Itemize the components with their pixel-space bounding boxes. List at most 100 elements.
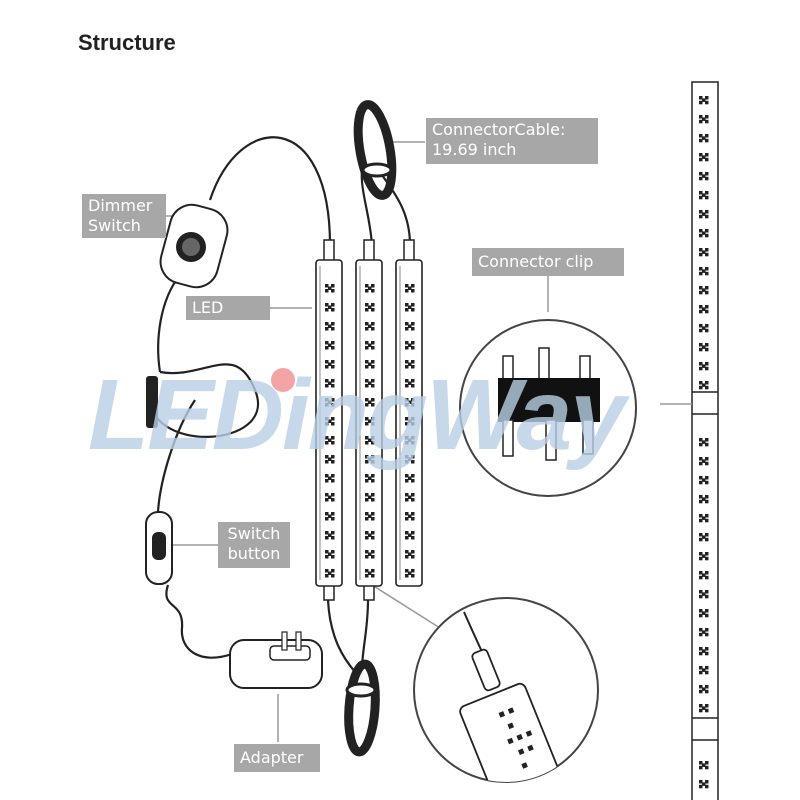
led-dot (411, 460, 415, 464)
long-strip-led-dot (705, 191, 709, 195)
led-dot (371, 360, 375, 364)
long-strip-led-dot (699, 613, 703, 618)
led-dot (325, 379, 329, 383)
led-dot (408, 305, 412, 309)
led-dot (371, 341, 375, 345)
led-dot (371, 327, 375, 331)
switch-label-line1: Switch (227, 524, 281, 543)
led-dot (325, 341, 329, 345)
led-dot (411, 379, 415, 383)
long-strip-led-dot (699, 252, 703, 257)
led-dot (331, 322, 335, 326)
long-strip-led-dot (702, 326, 706, 330)
long-strip-led-dot (702, 98, 706, 102)
led-dot (368, 400, 372, 404)
long-strip-led-dot (705, 628, 709, 632)
led-dot (408, 381, 412, 385)
led-dot (331, 417, 335, 421)
adapter-label-text: Adapter (240, 748, 304, 767)
led-dot (325, 308, 329, 312)
long-strip-led-dot (699, 248, 703, 252)
long-strip-led-dot (699, 765, 703, 770)
led-dot (411, 308, 415, 312)
led-dot (405, 360, 409, 364)
long-strip-led-dot (705, 666, 709, 670)
long-strip-led-dot (699, 385, 703, 390)
led-dot (411, 555, 415, 559)
connector-clip-label: Connector clip (472, 248, 624, 276)
long-strip-led-dot (705, 476, 709, 480)
led-dot (325, 360, 329, 364)
long-strip-led-dot (705, 442, 709, 447)
led-dot (365, 460, 369, 464)
led-dot (405, 308, 409, 312)
long-strip-led-dot (699, 210, 703, 214)
switch-button-icon (145, 511, 173, 585)
led-dot (365, 569, 369, 573)
led-dot (411, 441, 415, 445)
long-strip-led-dot (699, 138, 703, 143)
long-strip-led-dot (705, 229, 709, 233)
led-dot (411, 327, 415, 331)
led-dot (331, 360, 335, 364)
led-dot (365, 360, 369, 364)
long-strip-led-dot (705, 115, 709, 119)
led-dot (411, 346, 415, 350)
led-dot (411, 517, 415, 521)
led-dot (365, 365, 369, 369)
led-dot (411, 536, 415, 540)
led-dot (408, 457, 412, 461)
led-dot (411, 574, 415, 578)
led-dot (405, 341, 409, 345)
long-strip-led-dot (705, 324, 709, 328)
long-strip-led-dot (699, 191, 703, 195)
long-led-strip (660, 81, 719, 800)
led-dot (365, 327, 369, 331)
led-dot (365, 555, 369, 559)
led-dot (328, 362, 332, 366)
led-dot (371, 455, 375, 459)
led-dot (325, 536, 329, 540)
led-dot (331, 460, 335, 464)
connector-clip-magnifier (459, 319, 637, 497)
led-dot (371, 384, 375, 388)
long-strip-led-dot (699, 708, 703, 713)
led-dot (365, 536, 369, 540)
long-strip-led-dot (705, 362, 709, 366)
long-strip-led-dot (699, 457, 703, 461)
long-strip-led-dot (705, 210, 709, 214)
led-dot (371, 379, 375, 383)
long-strip-led-dot (705, 784, 709, 789)
led-dot (371, 441, 375, 445)
long-strip-led-dot (699, 533, 703, 537)
long-strip-led-dot (699, 647, 703, 651)
long-strip-led-dot (699, 347, 703, 352)
strip-end-magnifier (413, 597, 599, 783)
long-strip-led-dot (705, 590, 709, 594)
power-cable (148, 136, 332, 659)
led-dot (371, 422, 375, 426)
led-dot (405, 346, 409, 350)
led-dot (325, 479, 329, 483)
led-dot (371, 322, 375, 326)
dimmer-switch-icon (159, 203, 229, 289)
led-dot (365, 289, 369, 293)
led-dot (368, 305, 372, 309)
led-dot (408, 324, 412, 328)
led-dot (368, 324, 372, 328)
cable-coil-top-icon (353, 100, 397, 200)
long-strip-led-dot (699, 590, 703, 594)
led-dot (331, 379, 335, 383)
long-strip-led-dot (705, 286, 709, 290)
long-strip-led-dot (699, 176, 703, 181)
led-dot (371, 289, 375, 293)
led-dot (411, 417, 415, 421)
long-strip-led-dot (699, 290, 703, 295)
led-dot (371, 398, 375, 402)
led-dot (405, 517, 409, 521)
long-strip-led-dot (702, 307, 706, 311)
long-strip-led-dot (702, 763, 706, 767)
led-dot (368, 438, 372, 442)
led-dot (408, 552, 412, 556)
long-strip-led-dot (705, 119, 709, 124)
